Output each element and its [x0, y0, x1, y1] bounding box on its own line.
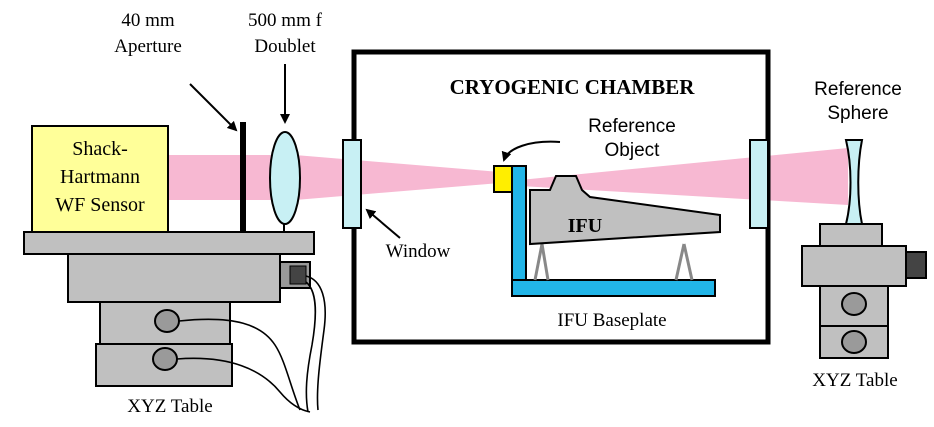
reference-sphere-label-line2: Sphere [827, 103, 888, 124]
sensor-label-line2: Hartmann [60, 166, 140, 188]
left-stage-body [67, 253, 281, 303]
ifu-legs [533, 243, 694, 281]
right-xyz-table [801, 223, 927, 359]
beam-doublet-to-focus [295, 155, 500, 200]
baseplate-horizontal [511, 279, 716, 297]
left-adjuster-knob-1 [154, 309, 180, 333]
ifu-baseplate-label: IFU Baseplate [557, 310, 666, 331]
ifu-label: IFU [568, 215, 602, 237]
cryogenic-chamber: CRYOGENIC CHAMBER Window IFU Reference O… [342, 49, 771, 345]
right-stage-top [819, 223, 883, 247]
shack-hartmann-sensor: Shack- Hartmann WF Sensor [31, 125, 169, 233]
left-stage-knob-tip [289, 265, 307, 285]
chamber-title: CRYOGENIC CHAMBER [450, 75, 696, 99]
doublet-lens: 500 mm f Doublet [248, 10, 323, 232]
reference-object [493, 165, 513, 193]
reference-sphere-label-line1: Reference [814, 79, 902, 100]
aperture-arrow [189, 83, 238, 132]
aperture-label-line1: 40 mm [121, 10, 175, 31]
doublet-label-line2: Doublet [254, 36, 316, 57]
window-right [749, 139, 769, 229]
aperture-plate [240, 122, 246, 232]
beam-sensor-to-doublet [168, 155, 282, 200]
reference-object-label-line1: Reference [588, 116, 676, 137]
doublet-lens-body [269, 131, 301, 225]
sensor-label-line1: Shack- [72, 138, 128, 160]
right-stage-knob [905, 251, 927, 279]
xyz-table-right-label: XYZ Table [812, 370, 897, 391]
sensor-box [31, 125, 169, 233]
left-cable-4 [305, 281, 317, 413]
doublet-label-line1: 500 mm f [248, 10, 323, 31]
baseplate-vertical [511, 165, 527, 297]
reference-sphere-mirror [844, 139, 864, 225]
ifu-body [529, 175, 721, 246]
window-label: Window [386, 241, 451, 262]
left-cable-2 [176, 357, 311, 413]
xyz-table-left-label: XYZ Table [127, 396, 212, 417]
sensor-label-line3: WF Sensor [55, 194, 145, 216]
reference-object-arrow [501, 140, 561, 162]
reference-sphere: Reference Sphere [814, 79, 902, 225]
window-arrow [365, 208, 401, 239]
right-adjuster-knob-1 [841, 292, 867, 316]
reference-object-label-line2: Object [605, 140, 661, 161]
sensor-stage-top-plate [23, 231, 315, 255]
left-cable-1 [178, 318, 301, 411]
window-left [342, 139, 362, 229]
right-stage-body [801, 245, 907, 287]
left-cable-3 [305, 275, 326, 411]
left-adjuster-knob-2 [152, 347, 178, 371]
aperture-label-line2: Aperture [114, 36, 182, 57]
left-xyz-table [23, 231, 326, 413]
aperture-stop: 40 mm Aperture [114, 10, 246, 232]
right-adjuster-knob-2 [841, 330, 867, 354]
